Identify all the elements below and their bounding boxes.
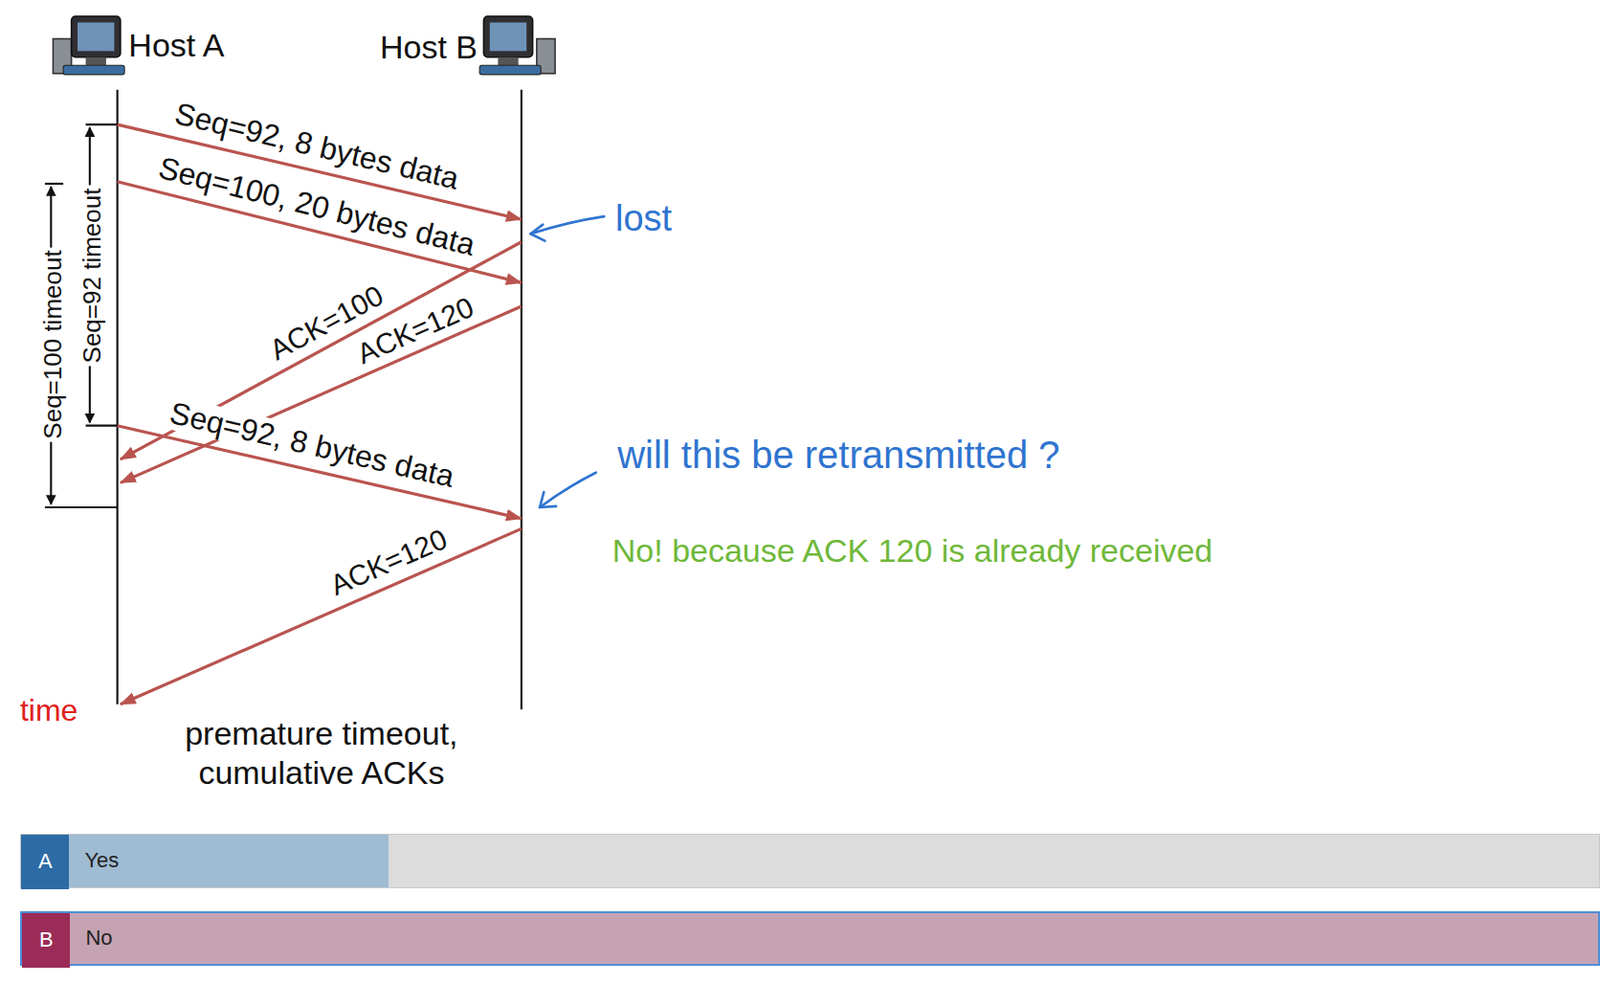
computer-icon bbox=[52, 16, 125, 75]
timer-label: Seq=92 timeout bbox=[78, 184, 107, 366]
ack-label: ACK=120 bbox=[323, 521, 455, 602]
stand bbox=[86, 57, 107, 67]
figure-caption: premature timeout, cumulative ACKs bbox=[130, 713, 513, 793]
keyboard bbox=[63, 65, 125, 75]
annotation-arrow bbox=[539, 472, 597, 508]
option-key: A bbox=[21, 834, 69, 889]
bracket-tick bbox=[44, 506, 118, 509]
timeline bbox=[520, 89, 523, 710]
ack-arrow bbox=[120, 528, 522, 704]
axis-label: time bbox=[20, 694, 78, 729]
annotation-arrow-head bbox=[530, 224, 545, 242]
poll-bar: Yes A bbox=[20, 833, 1600, 889]
timer-label: Seq=100 timeout bbox=[39, 247, 67, 443]
option-letter: B bbox=[39, 927, 54, 953]
bracket-tick bbox=[86, 424, 118, 427]
annotation-arrow-head bbox=[539, 491, 556, 508]
poll-bar: No B bbox=[20, 911, 1600, 966]
screen bbox=[77, 22, 114, 51]
monitor bbox=[483, 16, 533, 58]
keyboard bbox=[479, 65, 541, 75]
annotation-note: will this be retransmitted ? bbox=[617, 433, 1060, 476]
annotation-note: No! because ACK 120 is already received bbox=[612, 533, 1213, 569]
monitor bbox=[71, 16, 121, 58]
screen bbox=[489, 22, 527, 51]
option-text: Yes bbox=[84, 847, 119, 873]
vote-fill bbox=[21, 834, 389, 888]
host-label: Host A bbox=[128, 27, 224, 64]
computer-icon bbox=[479, 16, 556, 75]
option-letter: A bbox=[38, 848, 53, 874]
annotation-note: lost bbox=[615, 199, 672, 240]
bracket-tick bbox=[44, 182, 64, 185]
stand bbox=[497, 57, 518, 67]
option-text: No bbox=[85, 925, 112, 951]
host-label: Host B bbox=[379, 29, 478, 66]
option-key: B bbox=[22, 912, 70, 968]
bracket-tick bbox=[86, 123, 118, 126]
